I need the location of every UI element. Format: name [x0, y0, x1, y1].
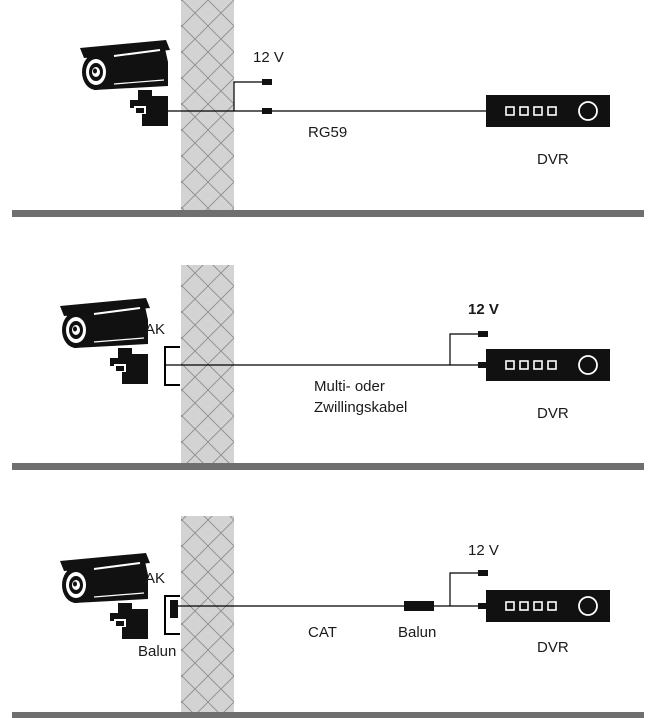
balun-icon	[170, 600, 178, 618]
wall	[181, 0, 234, 212]
panel-3: AK Balun 12 V CAT Balun DVR	[12, 516, 644, 718]
supply-label: 12 V	[468, 542, 499, 559]
plug-connector-icon	[478, 362, 488, 368]
cable-label: CAT	[308, 624, 337, 641]
cable-label-line2: Zwillingskabel	[314, 399, 407, 416]
dvr-icon	[485, 589, 611, 623]
recorder-label: DVR	[537, 151, 569, 168]
junction-box-icon	[164, 346, 180, 386]
power-plug-icon	[478, 570, 488, 576]
dvr-icon	[485, 94, 611, 128]
wall	[181, 516, 234, 718]
cctv-camera-icon	[79, 39, 171, 127]
panel-1: 12 V RG59 DVR	[12, 0, 644, 217]
cable-label: RG59	[308, 124, 347, 141]
floor-line	[12, 712, 644, 718]
junction-box-icon	[164, 595, 180, 635]
cctv-camera-icon	[59, 552, 151, 640]
plug-connector-icon	[262, 108, 272, 114]
balun-icon	[404, 601, 434, 611]
panel-2: AK 12 V Multi- oder Zwillingskabel DVR	[12, 265, 644, 470]
plug-connector-icon	[478, 603, 488, 609]
recorder-balun-label: Balun	[398, 624, 436, 641]
junction-label: AK	[145, 570, 165, 587]
recorder-label: DVR	[537, 639, 569, 656]
power-lead	[233, 81, 262, 111]
cable-label-line1: Multi- oder	[314, 378, 385, 395]
floor-line	[12, 210, 644, 217]
power-plug-icon	[478, 331, 488, 337]
power-plug-icon	[262, 79, 272, 85]
recorder-label: DVR	[537, 405, 569, 422]
dvr-icon	[485, 348, 611, 382]
power-lead	[449, 572, 478, 606]
supply-label: 12 V	[253, 49, 284, 66]
floor-line	[12, 463, 644, 470]
junction-label: AK	[145, 321, 165, 338]
supply-label: 12 V	[468, 301, 499, 318]
cctv-camera-icon	[59, 297, 151, 385]
camera-balun-label: Balun	[138, 643, 176, 660]
power-lead	[449, 333, 478, 365]
